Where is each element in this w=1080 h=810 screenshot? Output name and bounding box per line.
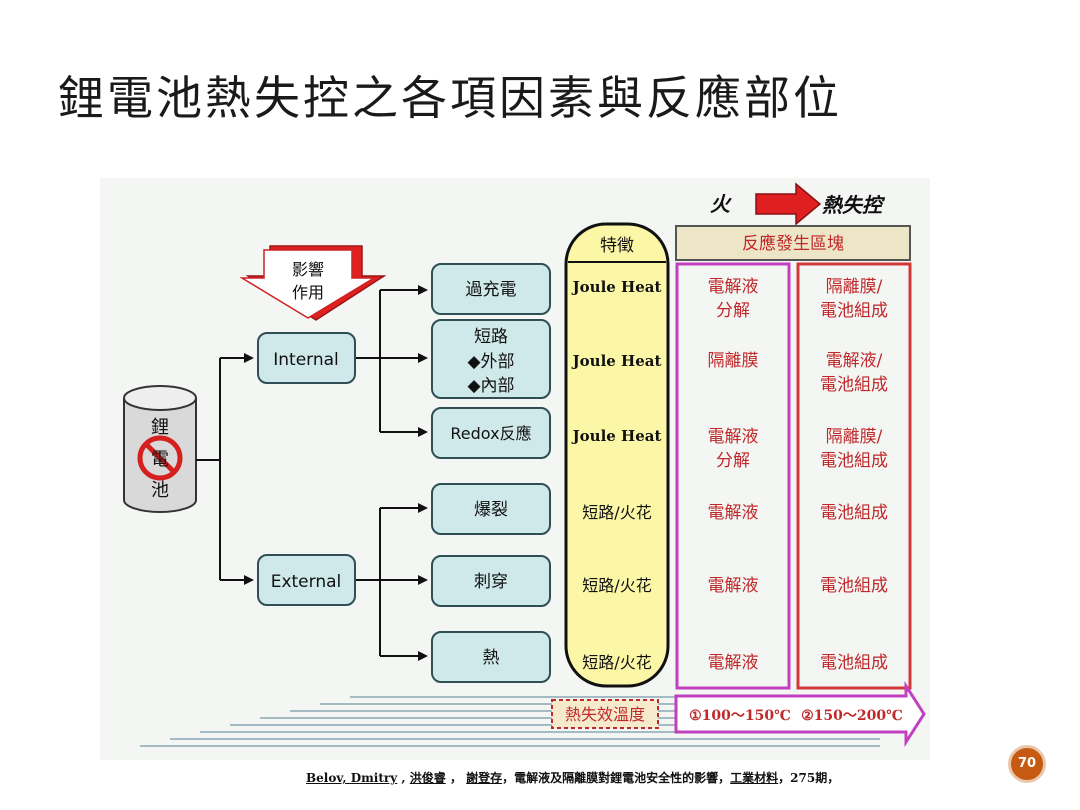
citation-author-2: 洪俊睿 bbox=[409, 771, 446, 785]
svg-text:電池組成: 電池組成 bbox=[820, 653, 888, 673]
citation: Belov, Dmitry , 洪俊睿 ， 謝登存，電解液及隔離膜對鋰電池安全性… bbox=[306, 769, 839, 786]
influence-label-1: 影響 bbox=[292, 260, 324, 279]
citation-author-3: 謝登存 bbox=[466, 771, 503, 785]
svg-text:Joule Heat: Joule Heat bbox=[571, 352, 662, 370]
svg-text:隔離膜: 隔離膜 bbox=[708, 351, 759, 371]
svg-text:分解: 分解 bbox=[716, 301, 750, 321]
svg-text:隔離膜/: 隔離膜/ bbox=[826, 277, 883, 297]
svg-text:短路/火花: 短路/火花 bbox=[582, 653, 651, 672]
svg-text:短路: 短路 bbox=[474, 327, 508, 347]
cause-box-overcharge: 過充電 bbox=[431, 263, 551, 315]
svg-text:電解液: 電解液 bbox=[708, 503, 759, 523]
external-label: External bbox=[271, 572, 342, 592]
svg-text:電解液: 電解液 bbox=[708, 277, 759, 297]
thermal-temp-label-box: 熱失效溫度 bbox=[551, 699, 659, 729]
citation-issue: ，275期， bbox=[778, 771, 840, 785]
svg-text:電解液: 電解液 bbox=[708, 427, 759, 447]
battery-label-1: 鋰 bbox=[151, 417, 169, 438]
connector-lines bbox=[196, 285, 428, 661]
svg-text:電解液: 電解液 bbox=[708, 576, 759, 596]
svg-text:刺穿: 刺穿 bbox=[474, 572, 508, 592]
citation-text: ，電解液及隔離膜對鋰電池安全性的影響， bbox=[502, 771, 731, 785]
features-header: 特徵 bbox=[600, 236, 634, 256]
external-box: External bbox=[257, 554, 356, 606]
svg-text:電池組成: 電池組成 bbox=[820, 375, 888, 395]
cause-box-heat: 熱 bbox=[431, 631, 551, 683]
influence-arrow: 影響 作用 bbox=[239, 245, 387, 321]
svg-text:反應發生區塊: 反應發生區塊 bbox=[742, 233, 844, 254]
slide-title: 鋰電池熱失控之各項因素與反應部位 bbox=[58, 71, 842, 125]
battery-label-3: 池 bbox=[151, 480, 169, 501]
svg-text:①100～150℃: ①100～150℃ bbox=[689, 708, 791, 724]
battery-label-2: 電 bbox=[151, 449, 169, 470]
reaction-zone-header: 反應發生區塊 bbox=[675, 225, 911, 261]
svg-text:短路/火花: 短路/火花 bbox=[582, 503, 651, 522]
svg-text:熱: 熱 bbox=[483, 648, 500, 668]
svg-text:◆外部: ◆外部 bbox=[467, 352, 514, 372]
zone-column-1 bbox=[675, 262, 791, 690]
svg-text:Joule Heat: Joule Heat bbox=[571, 427, 662, 445]
svg-text:Joule Heat: Joule Heat bbox=[571, 278, 662, 296]
svg-text:電池組成: 電池組成 bbox=[820, 576, 888, 596]
internal-box: Internal bbox=[257, 332, 356, 384]
svg-text:電池組成: 電池組成 bbox=[820, 301, 888, 321]
zone2-texts: 隔離膜/ 電池組成 電解液/ 電池組成 隔離膜/ 電池組成 電池組成 電池組成 … bbox=[820, 277, 888, 673]
svg-text:分解: 分解 bbox=[716, 451, 750, 471]
battery-cylinder: 鋰 電 池 bbox=[123, 385, 197, 513]
zone1-texts: 電解液 分解 隔離膜 電解液 分解 電解液 電解液 電解液 bbox=[708, 277, 759, 673]
cause-box-puncture: 刺穿 bbox=[431, 555, 551, 607]
svg-text:電解液/: 電解液/ bbox=[826, 351, 883, 371]
svg-text:過充電: 過充電 bbox=[466, 280, 517, 300]
diagram-svg: 鋰 電 池 影響 作用 Internal External bbox=[123, 182, 926, 748]
svg-text:Redox反應: Redox反應 bbox=[450, 424, 531, 443]
fire-to-runaway-header: 火 熱失控 bbox=[710, 182, 886, 226]
citation-sep-1: , bbox=[397, 771, 410, 785]
page-number-badge: 70 bbox=[1008, 745, 1046, 783]
svg-text:短路/火花: 短路/火花 bbox=[582, 576, 651, 595]
svg-text:隔離膜/: 隔離膜/ bbox=[826, 427, 883, 447]
internal-label: Internal bbox=[273, 350, 339, 370]
temperature-range-arrow: ①100～150℃ ②150～200℃ bbox=[674, 680, 926, 748]
svg-text:②150～200℃: ②150～200℃ bbox=[801, 708, 903, 724]
thermal-runaway-label: 熱失控 bbox=[822, 193, 886, 217]
cause-box-short-circuit: 短路 ◆外部 ◆內部 bbox=[431, 319, 551, 399]
zone-column-2 bbox=[796, 262, 912, 690]
citation-journal: 工業材料 bbox=[730, 771, 779, 785]
fire-label: 火 bbox=[710, 192, 732, 216]
citation-author-1: Belov, Dmitry bbox=[306, 771, 398, 785]
svg-text:電解液: 電解液 bbox=[708, 653, 759, 673]
influence-label-2: 作用 bbox=[292, 283, 324, 302]
cause-box-burst: 爆裂 bbox=[431, 483, 551, 535]
svg-text:電池組成: 電池組成 bbox=[820, 451, 888, 471]
fire-arrow-icon bbox=[755, 182, 822, 226]
diagram-figure: 鋰 電 池 影響 作用 Internal External bbox=[100, 178, 930, 760]
features-column: 特徵 Joule Heat Joule Heat Joule Heat 短路/火… bbox=[564, 222, 670, 688]
svg-text:電池組成: 電池組成 bbox=[820, 503, 888, 523]
cause-box-redox: Redox反應 bbox=[431, 407, 551, 459]
svg-text:熱失效溫度: 熱失效溫度 bbox=[565, 705, 645, 724]
citation-sep-2: ， bbox=[445, 771, 467, 785]
svg-text:爆裂: 爆裂 bbox=[474, 500, 508, 520]
svg-text:◆內部: ◆內部 bbox=[467, 376, 514, 396]
prohibited-icon bbox=[137, 435, 183, 481]
